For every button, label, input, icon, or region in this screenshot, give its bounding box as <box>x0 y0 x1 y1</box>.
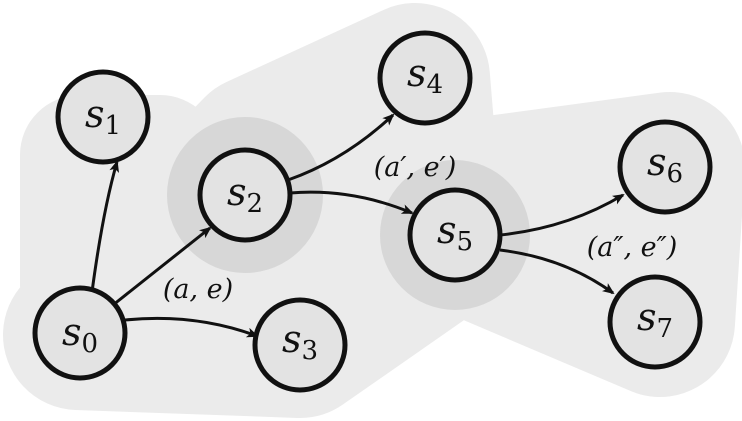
edges <box>90 113 625 338</box>
edge-label-s2: (a′, e′) <box>374 152 457 183</box>
node-label-s4: s4 <box>407 51 443 100</box>
node-label-s5: s5 <box>437 208 473 257</box>
edge-s0-s2 <box>112 226 212 307</box>
edge-label-s5: (a″, e″) <box>587 232 677 263</box>
edge-s5-s7 <box>499 248 615 295</box>
node-label-s3: s3 <box>282 317 318 366</box>
halo-left-fill <box>20 95 220 345</box>
edge-s0-s3 <box>124 316 259 338</box>
edge-s2-s5 <box>289 190 414 215</box>
edge-label-s0: (a, e) <box>163 274 233 305</box>
node-label-s1: s1 <box>85 92 121 141</box>
edge-s0-s1 <box>90 160 120 293</box>
node-s0: s0 <box>32 285 128 381</box>
node-label-s7: s7 <box>637 295 673 344</box>
node-s4: s4 <box>377 30 473 126</box>
node-s5: s5 <box>407 187 503 283</box>
node-s6: s6 <box>617 119 713 215</box>
node-label-s2: s2 <box>227 170 263 219</box>
edge-s5-s6 <box>499 193 625 237</box>
node-s3: s3 <box>252 297 348 393</box>
edge-s2-s4 <box>287 113 395 182</box>
node-s2: s2 <box>197 147 293 243</box>
node-s1: s1 <box>55 69 151 165</box>
node-label-s0: s0 <box>62 310 98 359</box>
node-label-s6: s6 <box>647 140 683 189</box>
nodes: s0 s1 s2 s3 s4 s5 s6 s7 <box>32 30 713 393</box>
node-s7: s7 <box>607 274 703 370</box>
